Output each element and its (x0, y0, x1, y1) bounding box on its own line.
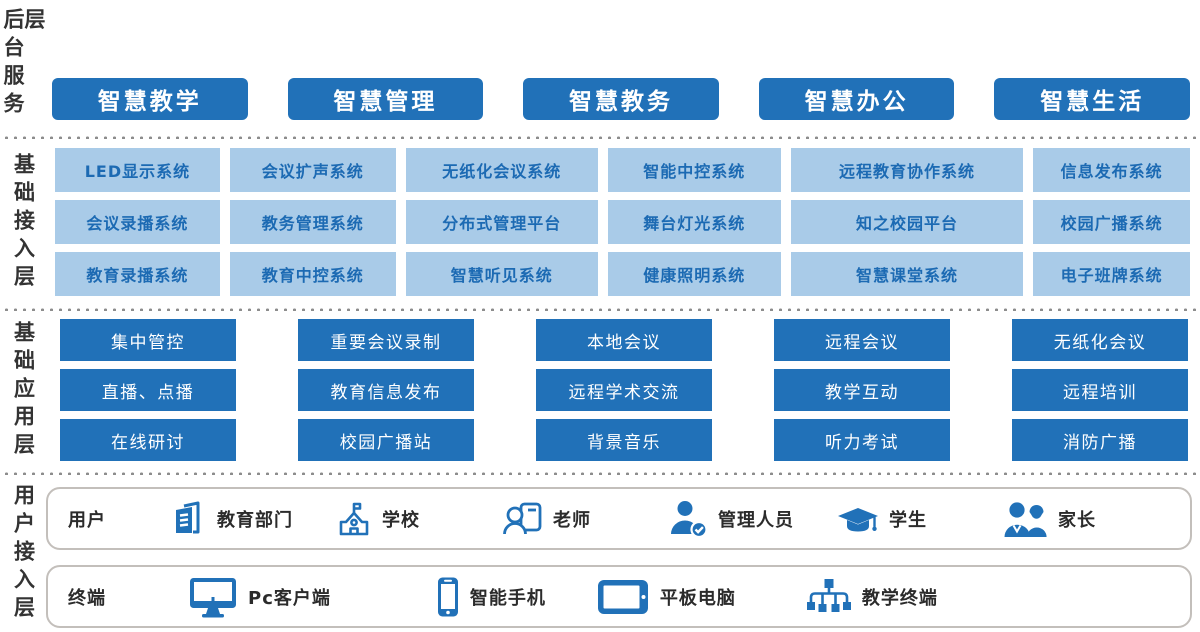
users-box: 用户 教育部门 (46, 487, 1192, 550)
terminal-item-tablet: 平板电脑 (596, 577, 736, 617)
access-system-box: 健康照明系统 (607, 252, 781, 296)
app-function-box: 校园广播站 (298, 419, 474, 461)
user-item-label: 学生 (889, 509, 927, 531)
layer-label-application-text: 基础应用层 (11, 321, 36, 461)
access-system-box: 智慧听见系统 (405, 252, 598, 296)
layer-label-user-access: 用户接入层 (0, 475, 46, 632)
app-function-box: 教学互动 (774, 369, 950, 411)
user-item-teacher: 老师 (502, 499, 669, 539)
tablet-icon (596, 577, 650, 617)
access-system-box: 会议扩声系统 (229, 148, 396, 192)
access-system-box: 智能中控系统 (607, 148, 781, 192)
application-functions-grid: 集中管控 重要会议录制 本地会议 远程会议 无纸化会议 直播、点播 教育信息发布… (46, 311, 1200, 461)
user-item-school: 学校 (335, 499, 502, 539)
access-system-box: 教育录播系统 (55, 252, 220, 296)
education-department-icon (168, 499, 208, 539)
app-function-box: 本地会议 (536, 319, 712, 361)
user-item-admin: 管理人员 (669, 499, 836, 539)
pill-smart-life: 智慧生活 (994, 78, 1190, 120)
terminal-item-label: 教学终端 (861, 587, 938, 609)
app-function-box: 集中管控 (60, 319, 236, 361)
pill-smart-academic: 智慧教务 (523, 78, 719, 120)
access-system-box: 知之校园平台 (790, 200, 1024, 244)
backend-buttons-row: 智慧教学 智慧管理 智慧教务 智慧办公 智慧生活 (46, 0, 1200, 135)
terminal-item-smartphone: 智能手机 (436, 576, 546, 618)
app-function-box: 在线研讨 (60, 419, 236, 461)
app-function-box: 背景音乐 (536, 419, 712, 461)
app-function-box: 远程学术交流 (536, 369, 712, 411)
access-system-box: 会议录播系统 (55, 200, 220, 244)
layer-label-backend: 后台服务层 (0, 0, 46, 135)
admin-icon (669, 499, 709, 539)
student-icon (836, 499, 880, 539)
access-system-box: 无纸化会议系统 (405, 148, 598, 192)
app-function-box: 远程会议 (774, 319, 950, 361)
access-system-box: 远程教育协作系统 (790, 148, 1024, 192)
terminal-item-label: 平板电脑 (659, 587, 736, 609)
access-system-box: 教育中控系统 (229, 252, 396, 296)
layer-label-application: 基础应用层 (0, 311, 46, 471)
teacher-icon (502, 499, 544, 539)
access-system-box: 电子班牌系统 (1033, 252, 1190, 296)
access-system-box: 智慧课堂系统 (790, 252, 1024, 296)
pill-smart-teaching: 智慧教学 (52, 78, 248, 120)
layer-basic-access: 基础接入层 LED显示系统 会议扩声系统 无纸化会议系统 智能中控系统 远程教育… (0, 139, 1200, 307)
app-function-box: 直播、点播 (60, 369, 236, 411)
user-item-student: 学生 (836, 499, 1003, 539)
users-group-label: 用户 (68, 509, 106, 531)
terminal-item-label: 智能手机 (469, 587, 546, 609)
pill-smart-office: 智慧办公 (758, 78, 955, 120)
app-function-box: 消防广播 (1012, 419, 1188, 461)
layer-label-access-text: 基础接入层 (11, 153, 36, 293)
app-function-box: 听力考试 (774, 419, 950, 461)
app-function-box: 无纸化会议 (1012, 319, 1188, 361)
access-system-box: LED显示系统 (55, 148, 220, 192)
terminals-box: 终端 Pc客户端 (46, 565, 1192, 628)
layer-label-user-access-text: 用户接入层 (11, 483, 36, 624)
layer-user-access: 用户接入层 用户 (0, 475, 1200, 632)
access-system-box: 分布式管理平台 (405, 200, 598, 244)
terminal-item-pc: Pc客户端 (188, 576, 331, 618)
user-item-label: 家长 (1058, 509, 1096, 531)
pc-icon (188, 576, 238, 618)
user-item-education-department: 教育部门 (168, 499, 335, 539)
layer-basic-application: 基础应用层 集中管控 重要会议录制 本地会议 远程会议 无纸化会议 直播、点播 … (0, 311, 1200, 471)
parent-icon (1003, 499, 1049, 539)
layer-backend-service: 后台服务层 智慧教学 智慧管理 智慧教务 智慧办公 智慧生活 (0, 0, 1200, 135)
access-system-box: 舞台灯光系统 (607, 200, 781, 244)
dotted-separator-1 (0, 135, 1200, 139)
access-system-box: 教务管理系统 (229, 200, 396, 244)
user-item-parent: 家长 (1003, 499, 1170, 539)
layer-label-access: 基础接入层 (0, 139, 46, 307)
app-function-box: 重要会议录制 (298, 319, 474, 361)
access-system-box: 校园广播系统 (1033, 200, 1190, 244)
access-system-box: 信息发布系统 (1033, 148, 1190, 192)
terminal-item-label: Pc客户端 (248, 587, 331, 609)
teaching-terminal-icon (806, 577, 852, 617)
dotted-separator-3 (0, 471, 1200, 475)
terminal-item-teaching-terminal: 教学终端 (806, 577, 938, 617)
app-function-box: 远程培训 (1012, 369, 1188, 411)
access-systems-grid: LED显示系统 会议扩声系统 无纸化会议系统 智能中控系统 远程教育协作系统 信… (46, 139, 1200, 296)
dotted-separator-2 (0, 307, 1200, 311)
app-function-box: 教育信息发布 (298, 369, 474, 411)
user-item-label: 管理人员 (718, 509, 794, 531)
user-item-label: 老师 (553, 509, 591, 531)
user-item-label: 教育部门 (217, 509, 293, 531)
layer-label-backend-text: 后台服务层 (1, 8, 46, 120)
terminals-group-label: 终端 (68, 587, 106, 609)
smartphone-icon (436, 576, 460, 618)
user-item-label: 学校 (382, 509, 420, 531)
pill-smart-management: 智慧管理 (287, 78, 484, 120)
school-icon (335, 499, 373, 539)
